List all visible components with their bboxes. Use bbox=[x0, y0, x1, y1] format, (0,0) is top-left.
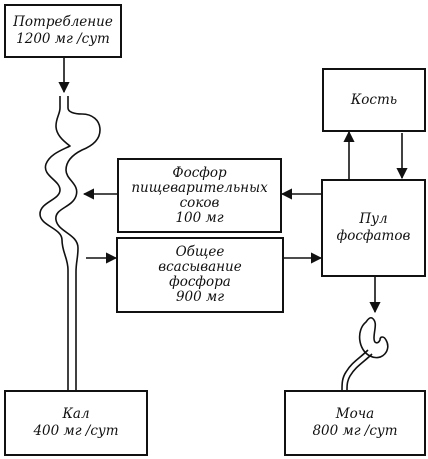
phosphate-pool-line1: Пул bbox=[359, 211, 388, 227]
intake-label: Потребление bbox=[13, 14, 113, 30]
feces-amount: 400 мг /сут bbox=[33, 423, 119, 439]
total-absorption-amount: 900 мг bbox=[175, 289, 225, 305]
feces-box: Кал 400 мг /сут bbox=[4, 390, 148, 456]
urine-box: Моча 800 мг /сут bbox=[284, 390, 426, 456]
digestive-phosphorus-box: Фосфор пищеварительных соков 100 мг bbox=[117, 158, 282, 233]
digestive-phosphorus-line2: пищеварительных bbox=[131, 179, 268, 196]
total-absorption-line3: фосфора bbox=[169, 274, 231, 290]
phosphate-pool-line2: фосфатов bbox=[336, 228, 411, 244]
gastrointestinal-tract-icon bbox=[39, 96, 101, 392]
total-absorption-box: Общее всасывание фосфора 900 мг bbox=[116, 237, 284, 313]
phosphate-pool-box: Пул фосфатов bbox=[321, 179, 426, 277]
digestive-phosphorus-line1: Фосфор bbox=[172, 164, 227, 181]
urine-label: Моча bbox=[335, 406, 375, 422]
urine-amount: 800 мг /сут bbox=[312, 423, 398, 439]
total-absorption-line2: всасывание bbox=[158, 259, 242, 275]
intake-box: Потребление 1200 мг /сут bbox=[4, 4, 122, 58]
bone-label: Кость bbox=[350, 91, 398, 108]
intake-amount: 1200 мг /сут bbox=[16, 31, 110, 47]
total-absorption-line1: Общее bbox=[175, 244, 225, 260]
kidney-icon bbox=[341, 316, 389, 391]
bone-box: Кость bbox=[322, 68, 426, 132]
digestive-phosphorus-amount: 100 мг bbox=[175, 209, 224, 226]
digestive-phosphorus-line3: соков bbox=[179, 194, 220, 211]
feces-label: Кал bbox=[62, 406, 90, 422]
